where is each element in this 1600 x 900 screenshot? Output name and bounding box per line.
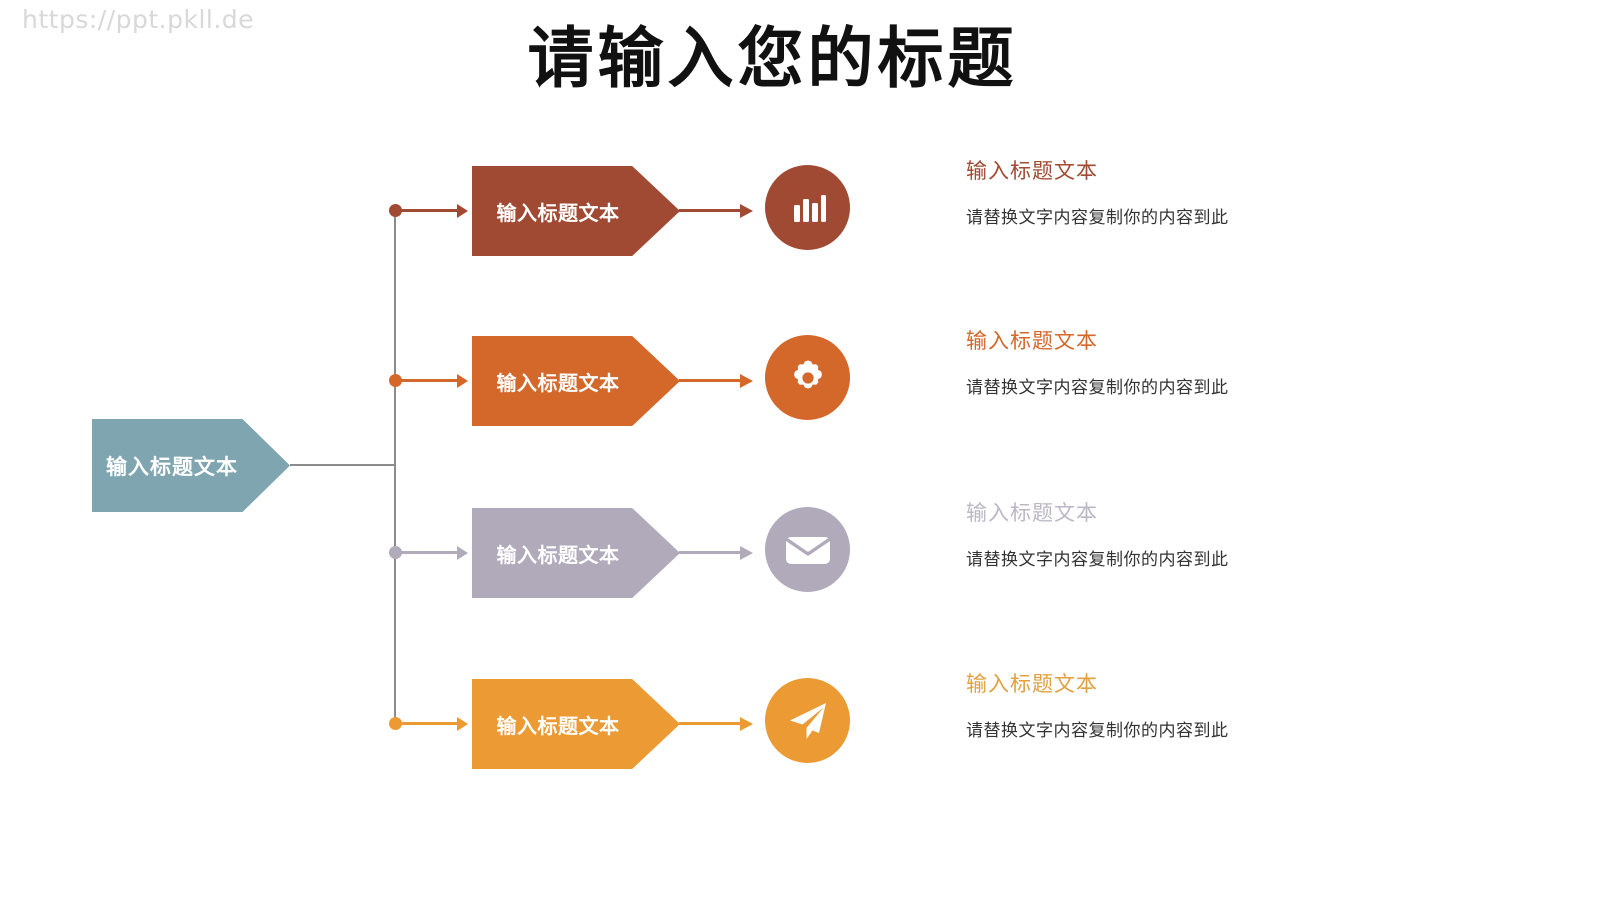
branch-dot-2 xyxy=(389,374,402,387)
branch-line-1 xyxy=(396,209,458,212)
row-text-block-3: 输入标题文本 请替换文字内容复制你的内容到此 xyxy=(966,497,1486,570)
branch-row-4: 输入标题文本 输入标题文本 请替换文字内容复制你的内容到此 xyxy=(0,673,1600,779)
branch-line-4 xyxy=(396,722,458,725)
row-text-block-4: 输入标题文本 请替换文字内容复制你的内容到此 xyxy=(966,668,1486,741)
branch-dot-4 xyxy=(389,717,402,730)
row-body-1: 请替换文字内容复制你的内容到此 xyxy=(966,208,1229,227)
row-heading-4: 输入标题文本 xyxy=(966,673,1098,696)
connector-stem xyxy=(290,464,395,466)
branch-arrow-4 xyxy=(457,717,468,731)
branch-line-3 xyxy=(396,551,458,554)
row-body-2: 请替换文字内容复制你的内容到此 xyxy=(966,378,1229,397)
row-chevron-label-3: 输入标题文本 xyxy=(496,544,620,567)
branch-dot-3 xyxy=(389,546,402,559)
watermark-url: https://ppt.pkll.de xyxy=(22,5,255,34)
row-heading-3: 输入标题文本 xyxy=(966,502,1098,525)
row-link-line-2 xyxy=(679,379,741,382)
row-body-3: 请替换文字内容复制你的内容到此 xyxy=(966,550,1229,569)
branch-row-2: 输入标题文本 输入标题文本 请替换文字内容复制你的内容到此 xyxy=(0,330,1600,436)
root-node-label: 输入标题文本 xyxy=(106,455,238,479)
row-link-arrow-2 xyxy=(740,374,753,388)
row-link-arrow-4 xyxy=(740,717,753,731)
bar-chart-icon[interactable] xyxy=(765,165,850,250)
row-chevron-shape-2 xyxy=(472,336,680,426)
row-body-4: 请替换文字内容复制你的内容到此 xyxy=(966,721,1229,740)
branch-arrow-3 xyxy=(457,546,468,560)
row-link-line-1 xyxy=(679,209,741,212)
row-chevron-4[interactable]: 输入标题文本 xyxy=(472,679,680,769)
branch-dot-1 xyxy=(389,204,402,217)
envelope-icon[interactable] xyxy=(765,507,850,592)
branch-row-1: 输入标题文本 输入标题文本 请替换文字内容复制你的内容到此 xyxy=(0,160,1600,266)
row-heading-2: 输入标题文本 xyxy=(966,330,1098,353)
row-text-block-2: 输入标题文本 请替换文字内容复制你的内容到此 xyxy=(966,325,1486,398)
row-heading-1: 输入标题文本 xyxy=(966,160,1098,183)
branch-row-3: 输入标题文本 输入标题文本 请替换文字内容复制你的内容到此 xyxy=(0,502,1600,608)
send-icon[interactable] xyxy=(765,678,850,763)
row-chevron-shape-4 xyxy=(472,679,680,769)
row-chevron-1[interactable]: 输入标题文本 xyxy=(472,166,680,256)
page-title: 请输入您的标题 xyxy=(527,21,1018,95)
row-chevron-shape-1 xyxy=(472,166,680,256)
gear-icon[interactable] xyxy=(765,335,850,420)
root-node-shape xyxy=(92,419,290,512)
branch-line-2 xyxy=(396,379,458,382)
connector-trunk xyxy=(394,210,396,725)
root-node[interactable]: 输入标题文本 xyxy=(92,419,290,512)
row-link-arrow-1 xyxy=(740,204,753,218)
row-chevron-label-1: 输入标题文本 xyxy=(496,202,620,225)
row-chevron-3[interactable]: 输入标题文本 xyxy=(472,508,680,598)
row-link-line-4 xyxy=(679,722,741,725)
row-chevron-shape-3 xyxy=(472,508,680,598)
row-link-arrow-3 xyxy=(740,546,753,560)
row-chevron-2[interactable]: 输入标题文本 xyxy=(472,336,680,426)
row-link-line-3 xyxy=(679,551,741,554)
branch-arrow-1 xyxy=(457,204,468,218)
branch-arrow-2 xyxy=(457,374,468,388)
row-text-block-1: 输入标题文本 请替换文字内容复制你的内容到此 xyxy=(966,155,1486,228)
row-chevron-label-2: 输入标题文本 xyxy=(496,372,620,395)
row-chevron-label-4: 输入标题文本 xyxy=(496,715,620,738)
